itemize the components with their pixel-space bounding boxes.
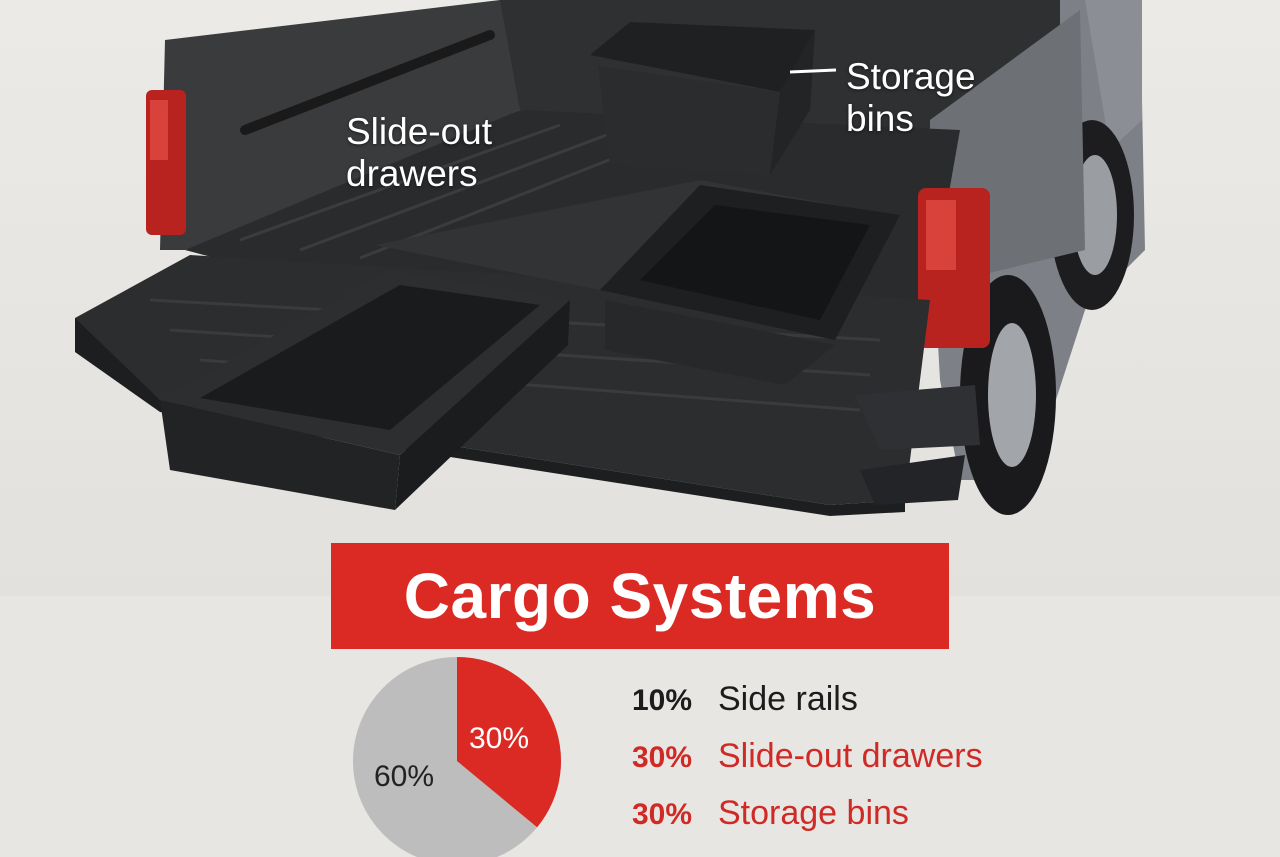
storage-bin-upper [590, 22, 815, 92]
legend-percent: 10% [632, 684, 693, 717]
callout-bins-line1: Storage [846, 56, 976, 97]
side-rail [240, 30, 495, 135]
rear-bumper-step [855, 385, 980, 450]
legend-row: 30% Slide-out drawers [632, 737, 983, 794]
pie-slice-30 [457, 657, 561, 828]
pie-label-30: 30% [469, 722, 530, 755]
callout-bins-line2: bins [846, 98, 914, 139]
legend-percent: 30% [632, 741, 693, 774]
truck-illustration [75, 0, 1145, 516]
title-banner: Cargo Systems [331, 543, 949, 649]
legend-label: Side rails [718, 680, 858, 718]
legend-label: Storage bins [718, 794, 909, 832]
callout-slide-out-drawers: Slide-out drawers [346, 111, 492, 195]
pie-chart [353, 657, 561, 857]
legend: 10% Side rails 30% Slide-out drawers 30%… [632, 680, 983, 851]
legend-row: 30% Storage bins [632, 794, 983, 851]
callout-leader-bins [789, 68, 837, 74]
callout-drawers-line2: drawers [346, 153, 478, 194]
legend-percent: 30% [632, 798, 693, 831]
callout-drawers-line1: Slide-out [346, 111, 493, 152]
page-title: Cargo Systems [403, 560, 877, 632]
truck-bed-photo: Slide-out drawers Storage bins [0, 0, 1280, 596]
callout-storage-bins: Storage bins [846, 56, 976, 140]
legend-label: Slide-out drawers [718, 737, 983, 775]
legend-row: 10% Side rails [632, 680, 983, 737]
pie-label-60: 60% [374, 760, 435, 793]
